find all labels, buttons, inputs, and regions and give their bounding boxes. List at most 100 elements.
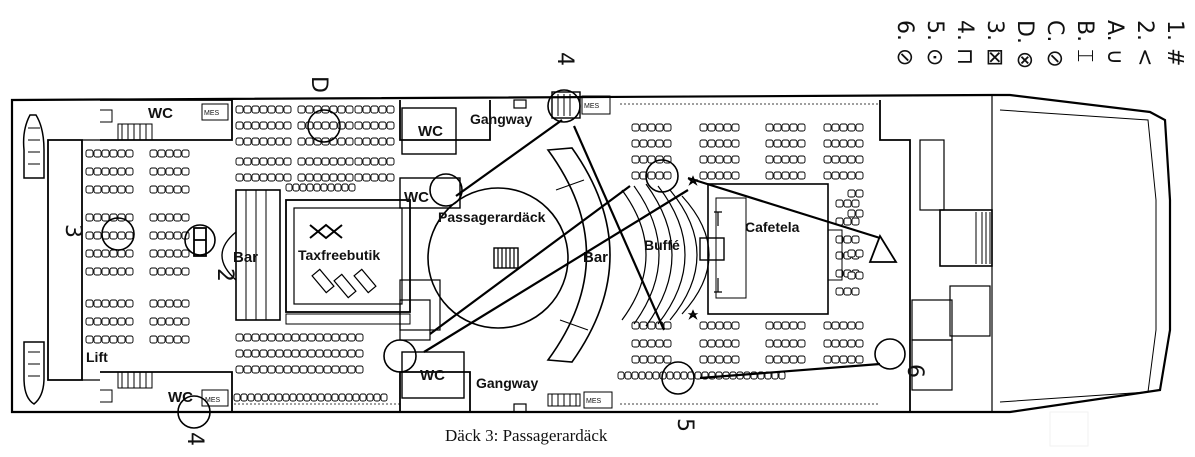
seat (378, 173, 387, 182)
seat (157, 249, 166, 258)
wc-top-left-label: WC (148, 105, 173, 122)
seat (663, 123, 672, 132)
seat (773, 321, 782, 330)
seat (847, 155, 856, 164)
seat (789, 155, 798, 164)
seat-row (85, 185, 134, 194)
seat (823, 339, 832, 348)
seat (149, 149, 158, 158)
seat-row (297, 121, 354, 130)
seat (797, 123, 806, 132)
seat (380, 393, 388, 402)
seat (386, 121, 395, 130)
seat-row (149, 167, 190, 176)
seat (149, 299, 158, 308)
seat (823, 321, 832, 330)
seat (731, 355, 740, 364)
seat-row (235, 121, 292, 130)
legend-entry-A: A. ∪ (1102, 20, 1127, 65)
seat (85, 149, 94, 158)
seat (655, 339, 664, 348)
seat (773, 155, 782, 164)
seat (125, 249, 134, 258)
legend-entry-D: D. ⊗ (1012, 20, 1037, 69)
seat (324, 393, 332, 402)
seat (109, 167, 118, 176)
wc-block-top-left (100, 99, 233, 141)
seat (839, 339, 848, 348)
seat (851, 217, 860, 226)
seat (101, 149, 110, 158)
seat (715, 123, 724, 132)
seat (831, 155, 840, 164)
seat (639, 139, 648, 148)
seat (267, 137, 276, 146)
seat (370, 105, 379, 114)
seat (157, 185, 166, 194)
seat-row (354, 137, 395, 146)
seat-row (835, 199, 860, 208)
seat (93, 185, 102, 194)
seat-row (354, 173, 395, 182)
seat (655, 171, 664, 180)
seat (254, 393, 262, 402)
seat (781, 355, 790, 364)
seat (306, 183, 314, 192)
seat-row (847, 189, 864, 198)
seat-row (299, 333, 364, 342)
seat (173, 299, 182, 308)
seat (765, 339, 774, 348)
seat (181, 317, 190, 326)
seat (331, 393, 339, 402)
seat (157, 317, 166, 326)
seat (347, 333, 356, 342)
seat-row (823, 355, 864, 364)
seat (855, 171, 864, 180)
seat (707, 339, 716, 348)
seat (117, 149, 126, 158)
seat (843, 235, 852, 244)
seat (275, 349, 284, 358)
seat (797, 171, 806, 180)
seat (831, 321, 840, 330)
seat (243, 157, 252, 166)
seat (639, 123, 648, 132)
seat-row (631, 339, 672, 348)
seat (789, 355, 798, 364)
seat (173, 335, 182, 344)
gangway-bottom-label: Gangway (476, 375, 538, 391)
gangway-top-label: Gangway (470, 111, 532, 127)
seat (781, 171, 790, 180)
seat (181, 267, 190, 276)
seat (259, 121, 268, 130)
seat (125, 299, 134, 308)
seat (173, 185, 182, 194)
seat (117, 167, 126, 176)
buffet-label: Buffé (644, 237, 680, 253)
seat (386, 137, 395, 146)
seat (85, 231, 94, 240)
seat (149, 213, 158, 222)
seat (101, 167, 110, 176)
seat (85, 335, 94, 344)
seat (320, 183, 328, 192)
seat-row (823, 171, 864, 180)
seat (707, 171, 716, 180)
seat-row (354, 121, 395, 130)
seat (165, 167, 174, 176)
hand-mark-2: 2 (212, 268, 237, 282)
seat (855, 155, 864, 164)
seat (855, 321, 864, 330)
seat (109, 335, 118, 344)
seat (235, 365, 244, 374)
seat (303, 393, 311, 402)
seat (125, 149, 134, 158)
seat (117, 299, 126, 308)
seat (765, 139, 774, 148)
seat (694, 371, 702, 380)
seat (173, 249, 182, 258)
seat-row (297, 137, 354, 146)
seat (699, 171, 708, 180)
seat (345, 393, 353, 402)
hand-mark-d: D (306, 76, 331, 93)
